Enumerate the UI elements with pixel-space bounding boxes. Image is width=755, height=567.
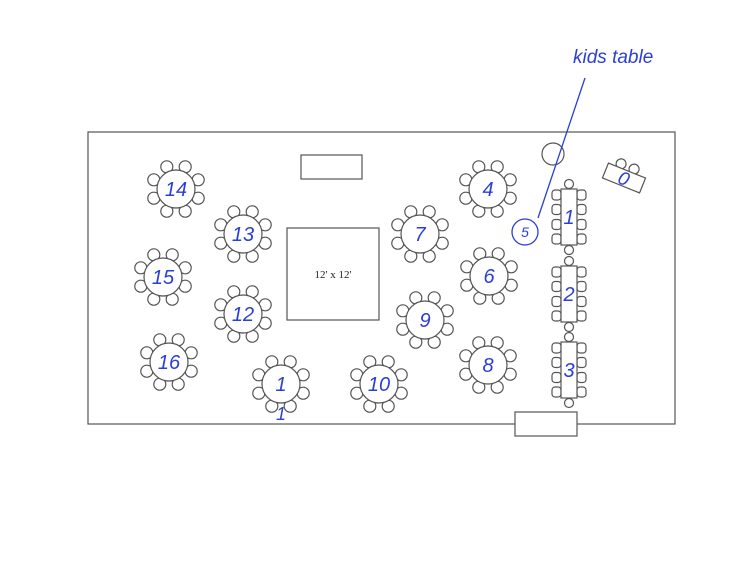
- chair: [551, 266, 562, 278]
- round-table-top: [149, 342, 189, 382]
- round-table-8: 8: [459, 336, 517, 394]
- round-table-top: [468, 169, 508, 209]
- chair: [576, 310, 587, 322]
- round-table-top: [400, 214, 440, 254]
- rect-table-1: 1: [551, 178, 587, 256]
- chair: [576, 371, 587, 384]
- table-1-extra-mark: 1: [276, 404, 286, 424]
- round-table-number: 9: [419, 310, 430, 332]
- round-table-top: [261, 364, 301, 404]
- chair: [576, 386, 587, 398]
- dance-floor: [286, 227, 380, 321]
- round-table-number: 1: [275, 374, 286, 396]
- chair: [551, 280, 562, 293]
- chair: [576, 295, 587, 308]
- rect-table-3: 3: [551, 331, 587, 409]
- chair: [576, 203, 587, 216]
- round-table-1: 1: [252, 355, 310, 413]
- round-table-number: 15: [152, 267, 175, 289]
- chair: [576, 218, 587, 231]
- chair: [576, 280, 587, 293]
- entrance-rectangle: [514, 411, 578, 437]
- corner-table-top: [601, 162, 647, 194]
- small-circle: [541, 142, 565, 166]
- chair: [563, 244, 575, 256]
- chair: [563, 397, 575, 409]
- kids-table: [511, 218, 539, 246]
- rect-table-top: [560, 341, 578, 399]
- chair: [563, 331, 575, 343]
- kids-table-number: 5: [521, 224, 529, 240]
- chair: [563, 321, 575, 333]
- rect-table-2: 2: [551, 255, 587, 333]
- chair: [576, 189, 587, 201]
- rect-tables: 1 2 3: [551, 178, 587, 409]
- round-table-15: 15: [134, 248, 192, 306]
- round-table-10: 10: [350, 355, 408, 413]
- round-table-number: 7: [414, 224, 426, 246]
- chair: [551, 371, 562, 384]
- round-table-top: [223, 294, 263, 334]
- chair: [576, 356, 587, 369]
- top-rectangle: [300, 154, 363, 180]
- round-table-12: 12: [214, 285, 272, 343]
- round-tables: 14 13 15 12 16 1 10 7 9 4 6 8: [134, 160, 518, 413]
- chair: [576, 233, 587, 245]
- chair: [551, 233, 562, 245]
- round-table-16: 16: [140, 333, 198, 391]
- chair: [551, 218, 562, 231]
- round-table-top: [468, 345, 508, 385]
- round-table-number: 12: [232, 304, 254, 326]
- corner-table: 0: [601, 158, 647, 194]
- round-table-number: 10: [368, 374, 390, 396]
- chair: [551, 310, 562, 322]
- round-table-7: 7: [391, 205, 449, 263]
- chair: [551, 203, 562, 216]
- round-table-14: 14: [147, 160, 205, 218]
- dance-floor-label: 12' x 12': [315, 269, 352, 281]
- round-table-9: 9: [396, 291, 454, 349]
- round-table-top: [359, 364, 399, 404]
- round-table-number: 16: [158, 352, 181, 374]
- round-table-top: [469, 256, 509, 296]
- round-table-number: 4: [482, 179, 493, 201]
- chair: [576, 342, 587, 354]
- round-table-number: 8: [482, 355, 493, 377]
- rect-table-top: [560, 188, 578, 246]
- round-table-top: [223, 214, 263, 254]
- kids-table-label: kids table: [573, 47, 653, 68]
- chair: [576, 266, 587, 278]
- rect-table-number: 2: [562, 284, 574, 306]
- chair: [551, 189, 562, 201]
- round-table-6: 6: [460, 247, 518, 305]
- round-table-number: 6: [483, 266, 495, 288]
- rect-table-number: 3: [563, 360, 574, 382]
- chair: [551, 386, 562, 398]
- round-table-top: [405, 300, 445, 340]
- chair: [551, 295, 562, 308]
- round-table-top: [143, 257, 183, 297]
- chair: [551, 356, 562, 369]
- round-table-4: 4: [459, 160, 517, 218]
- chair: [563, 178, 575, 190]
- round-table-top: [156, 169, 196, 209]
- round-table-13: 13: [214, 205, 272, 263]
- rect-table-number: 1: [563, 207, 574, 229]
- round-table-number: 14: [165, 179, 187, 201]
- kids-table-pointer: [537, 77, 586, 219]
- chair: [551, 342, 562, 354]
- round-table-number: 13: [232, 224, 254, 246]
- rect-table-top: [560, 265, 578, 323]
- chair: [563, 255, 575, 267]
